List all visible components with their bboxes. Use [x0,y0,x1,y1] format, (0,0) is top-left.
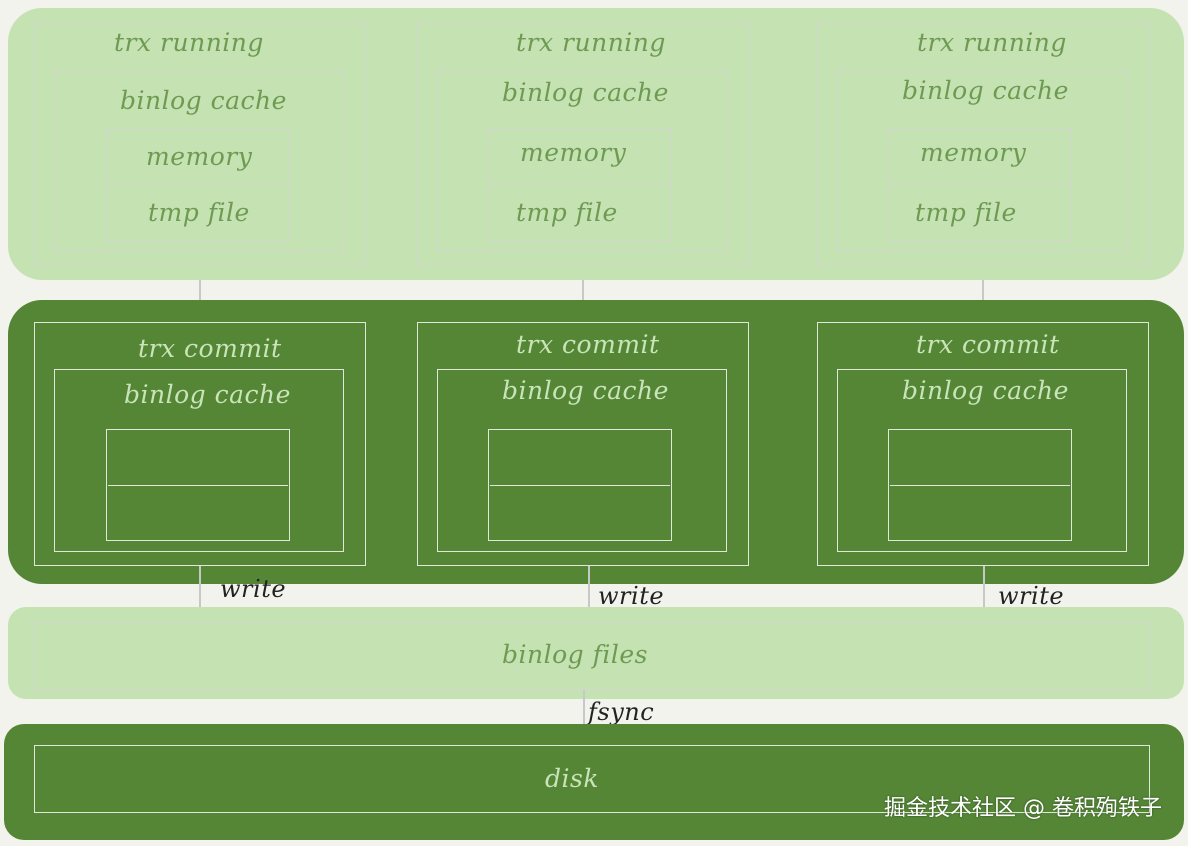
tmp-file-label-2: tmp file [516,198,618,227]
trx-running-title-2: trx running [516,28,666,57]
trx-commit-title-1: trx commit [138,334,282,363]
memory-tmp-box-1 [106,128,290,242]
tmp-file-label-1: tmp file [148,198,250,227]
binlog-cache-box-3 [837,70,1127,252]
commit-binlog-cache-label-3: binlog cache [902,376,1069,405]
binlog-cache-label-2: binlog cache [502,78,669,107]
commit-empty-divider-3 [890,485,1070,486]
binlog-cache-box-1 [54,70,344,252]
binlog-files-label: binlog files [502,640,648,669]
commit-empty-cache-box-3 [888,429,1072,541]
binlog-cache-box-2 [437,70,727,252]
trx-commit-box-3 [817,322,1149,566]
trx-commit-box-2 [417,322,749,566]
memory-tmp-box-3 [888,128,1072,242]
binlog-cache-label-3: binlog cache [902,76,1069,105]
binlog-files-box [34,622,1150,690]
trx-running-box-3 [817,22,1149,266]
write-label-1: write [220,575,287,603]
fsync-label: fsync [588,698,655,726]
tmp-file-label-3: tmp file [915,198,1017,227]
memory-tmp-divider-3 [890,185,1070,186]
commit-binlog-cache-box-1 [54,369,344,552]
trx-running-box-2 [417,22,749,266]
commit-binlog-cache-label-2: binlog cache [502,376,669,405]
trx-running-band [8,8,1184,280]
memory-tmp-divider-1 [108,185,288,186]
disk-box [34,745,1150,813]
memory-tmp-box-2 [488,128,672,242]
trx-running-title-3: trx running [917,28,1067,57]
commit-binlog-cache-box-2 [437,369,727,552]
trx-commit-box-1 [34,322,366,566]
commit-empty-cache-box-1 [106,429,290,541]
write-label-3: write [998,582,1065,610]
watermark: 掘金技术社区 @ 卷积殉铁子 [884,796,1162,821]
commit-empty-divider-2 [490,485,670,486]
commit-empty-divider-1 [108,485,288,486]
binlog-cache-label-1: binlog cache [120,86,287,115]
commit-empty-cache-box-2 [488,429,672,541]
trx-running-box-1 [34,22,366,266]
memory-label-1: memory [146,142,253,171]
write-label-2: write [598,582,665,610]
commit-binlog-cache-label-1: binlog cache [124,380,291,409]
trx-commit-title-3: trx commit [916,330,1060,359]
memory-label-3: memory [920,138,1027,167]
disk-band [4,724,1184,840]
memory-tmp-divider-2 [490,185,670,186]
trx-commit-title-2: trx commit [516,330,660,359]
memory-label-2: memory [520,138,627,167]
trx-running-title-1: trx running [114,28,264,57]
trx-commit-band [8,300,1184,584]
commit-binlog-cache-box-3 [837,369,1127,552]
disk-label: disk [545,764,599,793]
